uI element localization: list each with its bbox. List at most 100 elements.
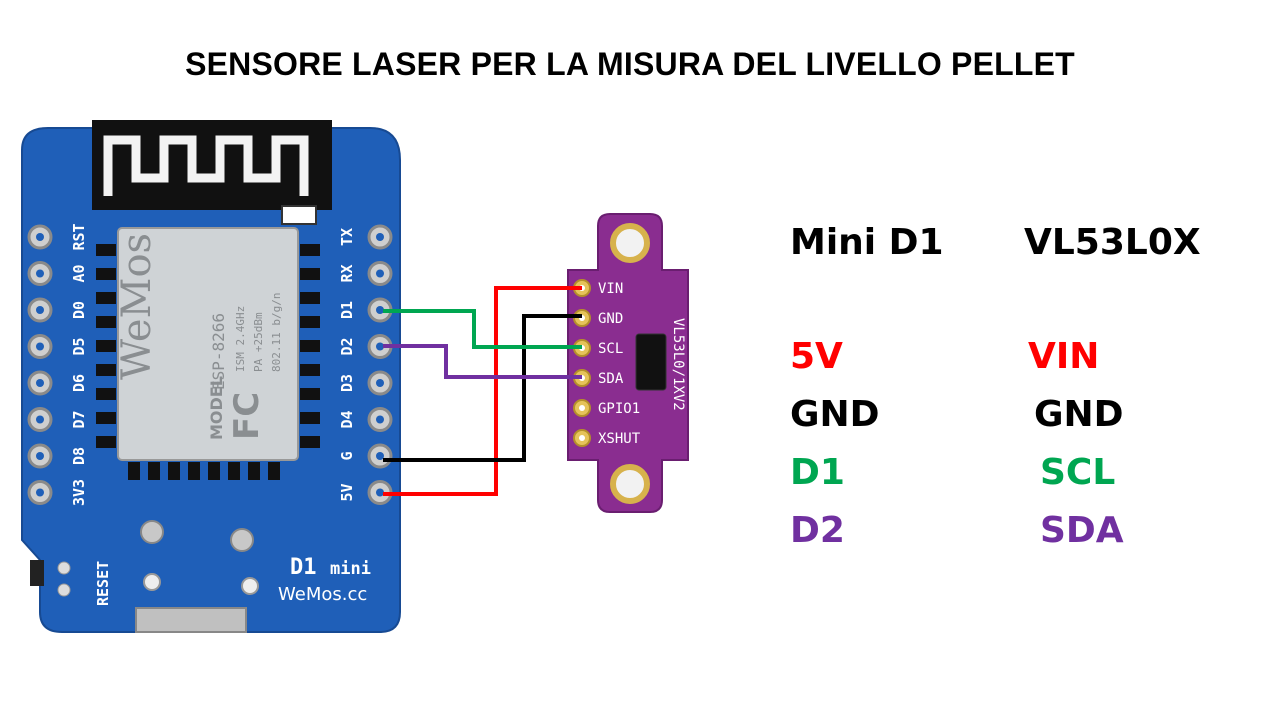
wire-d2-sda <box>383 344 582 379</box>
module-brand: WeMos <box>114 233 160 380</box>
sensor-pin-label: GND <box>598 311 623 327</box>
module-pad <box>300 268 320 280</box>
sensor-pin-label: GPIO1 <box>598 401 640 417</box>
board-name-small: mini <box>330 559 371 579</box>
module-pad <box>300 244 320 256</box>
sensor-pin-label: XSHUT <box>598 431 641 447</box>
module-pad <box>268 462 280 480</box>
pin-hole-center <box>36 488 44 497</box>
row-2-left: GND <box>790 394 880 435</box>
module-pads <box>96 244 320 480</box>
wires <box>383 286 582 496</box>
module-model: MODEL <box>207 376 226 440</box>
module-pad <box>96 412 116 424</box>
module-pad <box>96 292 116 304</box>
pin-hole-center <box>376 415 384 424</box>
sensor-pin-center <box>579 405 585 411</box>
page-title: SENSORE LASER PER LA MISURA DEL LIVELLO … <box>185 46 1075 82</box>
module-pad <box>300 316 320 328</box>
module-pad <box>248 462 260 480</box>
pin-hole-center <box>36 269 44 278</box>
left-pin-label: 3V3 <box>70 479 88 506</box>
module-pad <box>208 462 220 480</box>
left-pin-label: D5 <box>70 337 88 355</box>
pin-hole-center <box>36 342 44 351</box>
row-1-left: 5V <box>790 336 843 377</box>
pin-hole-center <box>36 233 44 241</box>
left-pin-label: D0 <box>70 301 88 319</box>
pin-hole-center <box>36 379 44 387</box>
right-pin-label: D2 <box>338 337 356 355</box>
module-spec1: ISM 2.4GHz <box>234 306 247 372</box>
pin-hole-center <box>36 452 44 460</box>
wire-5v-vin <box>383 286 582 496</box>
module-pad <box>300 340 320 352</box>
sensor-pin-center <box>579 435 585 441</box>
module-pad <box>148 462 160 480</box>
table-header-left: Mini D1 <box>790 222 944 263</box>
module-pad <box>168 462 180 480</box>
wire-gnd-gnd <box>383 314 582 462</box>
pin-hole-center <box>376 452 384 460</box>
module-pad <box>188 462 200 480</box>
row-1-right: VIN <box>1028 336 1100 377</box>
wire-d1-scl <box>383 309 582 349</box>
module-pad <box>300 436 320 448</box>
pin-hole-center <box>376 233 384 241</box>
esp-module: WeMos ESP-8266 ISM 2.4GHz PA +25dBm 802.… <box>114 227 299 461</box>
row-4-right: SDA <box>1040 510 1124 551</box>
module-pad <box>96 340 116 352</box>
right-pin-label: TX <box>338 228 356 246</box>
right-pin-label: RX <box>338 264 356 282</box>
table-header-right: VL53L0X <box>1024 222 1201 263</box>
module-spec2: PA +25dBm <box>252 312 265 372</box>
pin-hole-center <box>36 415 44 424</box>
right-pin-label: 5V <box>338 483 356 501</box>
left-pin-label: RST <box>70 223 88 250</box>
pin-hole-center <box>36 306 44 314</box>
module-chip: ESP-8266 <box>209 313 228 390</box>
module-pad <box>300 412 320 424</box>
left-pin-label: A0 <box>70 264 88 282</box>
module-pad <box>96 316 116 328</box>
sensor-pin-label: SCL <box>598 341 623 357</box>
pin-hole-center <box>376 342 384 351</box>
module-pad <box>96 244 116 256</box>
board-site: WeMos.cc <box>278 584 367 605</box>
sensor-pin-label: SDA <box>598 371 624 387</box>
sensor-pin-label: VIN <box>598 281 623 297</box>
pin-hole-center <box>376 306 384 314</box>
row-3-left: D1 <box>790 452 845 493</box>
module-pad <box>228 462 240 480</box>
module-pad <box>96 364 116 376</box>
module-pad <box>300 292 320 304</box>
left-pin-label: D7 <box>70 410 88 428</box>
module-pad <box>96 436 116 448</box>
pin-hole-center <box>376 379 384 387</box>
wemos-d1-mini-board: WeMos ESP-8266 ISM 2.4GHz PA +25dBm 802.… <box>21 120 401 633</box>
module-pad <box>300 388 320 400</box>
right-pin-label: D4 <box>338 410 356 428</box>
right-pin-label: G <box>338 451 356 460</box>
module-pad <box>128 462 140 480</box>
row-2-right: GND <box>1034 394 1124 435</box>
module-spec3: 802.11 b/g/n <box>270 293 283 372</box>
module-pad <box>300 364 320 376</box>
sensor-part-label: VL53L0/1XV2 <box>670 318 686 411</box>
module-pad <box>96 268 116 280</box>
right-pin-label: D3 <box>338 374 356 392</box>
pcb-antenna <box>92 120 332 210</box>
right-pin-label: D1 <box>338 301 356 319</box>
left-pin-label: D6 <box>70 374 88 392</box>
module-fc: FC <box>227 392 267 440</box>
row-3-right: SCL <box>1040 452 1116 493</box>
module-pad <box>96 388 116 400</box>
left-pin-label: D8 <box>70 447 88 465</box>
row-4-left: D2 <box>790 510 845 551</box>
board-name-big: D1 <box>290 555 317 580</box>
pin-hole-center <box>376 269 384 278</box>
